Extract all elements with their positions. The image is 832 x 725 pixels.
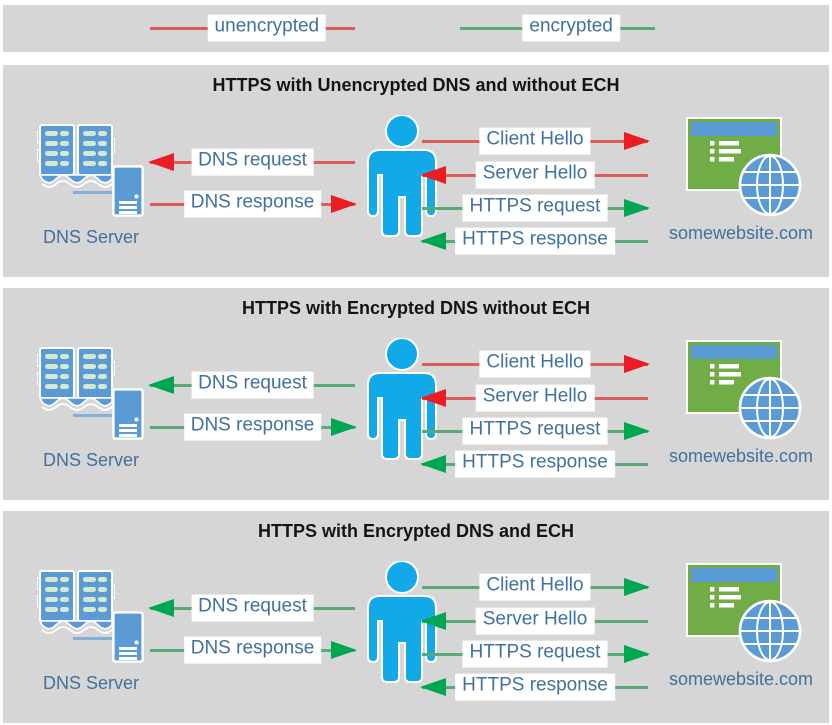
dns-directory-book-icon [37, 347, 115, 411]
arrow-label: Client Hello [479, 573, 591, 601]
arrow-label: Client Hello [479, 350, 591, 378]
dns-directory-book-icon [37, 570, 115, 634]
panel-title: HTTPS with Encrypted DNS and ECH [257, 521, 575, 541]
website-label: somewebsite.com [668, 446, 814, 466]
arrow-label: Server Hello [475, 607, 595, 635]
arrowhead-icon [624, 422, 650, 440]
scenario-panel-1: HTTPS with Unencrypted DNS and without E… [3, 65, 829, 277]
book-server-connector [73, 414, 115, 417]
user-person-icon [367, 561, 437, 683]
arrowhead-icon [148, 376, 174, 394]
legend-bar: unencrypted encrypted [3, 5, 829, 52]
arrow-label: Server Hello [475, 161, 595, 189]
arrow-label: DNS response [183, 190, 322, 218]
arrowhead-icon [331, 418, 357, 436]
panel-title: HTTPS with Encrypted DNS without ECH [241, 298, 590, 318]
arrowhead-icon [420, 678, 446, 696]
arrowhead-icon [624, 645, 650, 663]
arrowhead-icon [624, 355, 650, 373]
website-icon [686, 563, 802, 663]
legend-encrypted-label: encrypted [522, 14, 620, 42]
arrow-label: HTTPS request [462, 417, 608, 445]
website-icon [686, 340, 802, 440]
arrowhead-icon [331, 195, 357, 213]
book-server-connector [73, 191, 115, 194]
arrow-label: HTTPS request [462, 640, 608, 668]
dns-server-label: DNS Server [43, 673, 140, 693]
legend-unencrypted-label: unencrypted [207, 14, 327, 42]
website-label: somewebsite.com [668, 669, 814, 689]
user-person-icon [367, 115, 437, 237]
dns-server-tower-icon [112, 165, 144, 217]
arrowhead-icon [148, 599, 174, 617]
website-icon [686, 117, 802, 217]
arrow-label: HTTPS response [455, 227, 615, 255]
dns-server-tower-icon [112, 388, 144, 440]
arrowhead-icon [624, 132, 650, 150]
arrow-label: HTTPS response [455, 450, 615, 478]
arrowhead-icon [420, 612, 446, 630]
arrowhead-icon [420, 389, 446, 407]
arrow-label: DNS request [191, 371, 314, 399]
dns-server-tower-icon [112, 611, 144, 663]
dns-directory-book-icon [37, 124, 115, 188]
arrowhead-icon [420, 232, 446, 250]
globe-icon [738, 599, 802, 663]
arrow-label: DNS response [183, 636, 322, 664]
arrowhead-icon [420, 166, 446, 184]
arrowhead-icon [624, 199, 650, 217]
arrowhead-icon [148, 153, 174, 171]
arrow-label: HTTPS request [462, 194, 608, 222]
user-person-icon [367, 338, 437, 460]
arrow-label: DNS response [183, 413, 322, 441]
arrowhead-icon [331, 641, 357, 659]
dns-server-label: DNS Server [43, 450, 140, 470]
panel-title: HTTPS with Unencrypted DNS and without E… [212, 75, 620, 95]
book-server-connector [73, 637, 115, 640]
scenario-panel-2: HTTPS with Encrypted DNS without ECH [3, 288, 829, 500]
arrow-label: DNS request [191, 594, 314, 622]
arrowhead-icon [624, 578, 650, 596]
arrowhead-icon [420, 455, 446, 473]
scenario-panel-3: HTTPS with Encrypted DNS and ECH [3, 511, 829, 723]
arrow-label: Server Hello [475, 384, 595, 412]
globe-icon [738, 376, 802, 440]
dns-server-label: DNS Server [43, 227, 140, 247]
globe-icon [738, 153, 802, 217]
arrow-label: DNS request [191, 148, 314, 176]
arrow-label: Client Hello [479, 127, 591, 155]
website-label: somewebsite.com [668, 223, 814, 243]
arrow-label: HTTPS response [455, 673, 615, 701]
